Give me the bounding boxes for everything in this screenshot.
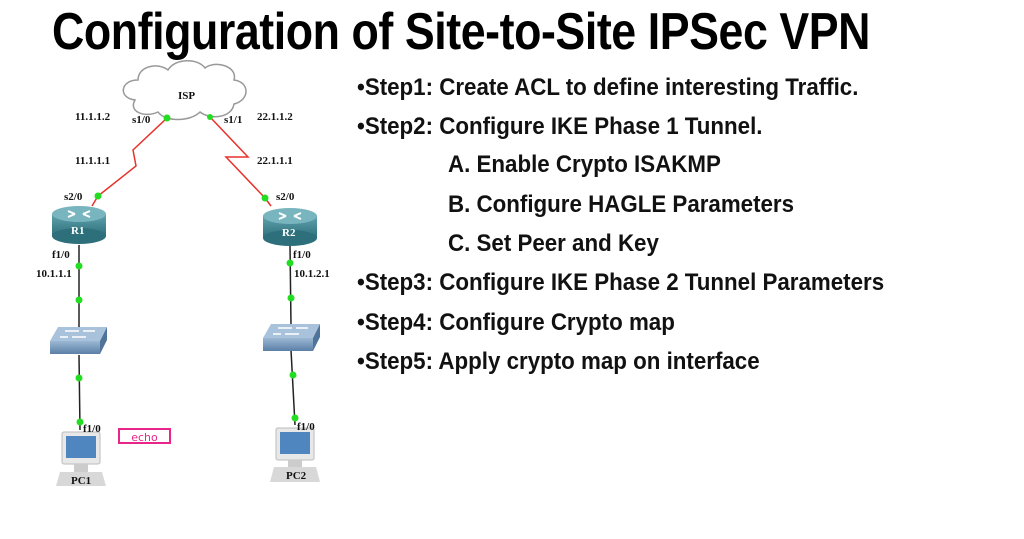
slide-title: Configuration of Site-to-Site IPSec VPN [52, 3, 871, 61]
step-3: •Step3: Configure IKE Phase 2 Tunnel Par… [357, 269, 885, 296]
router-r2-icon [263, 208, 317, 246]
r1-label: R1 [71, 225, 85, 237]
pc1-f10-label: f1/0 [83, 423, 101, 435]
switch-2-icon [263, 324, 320, 351]
step-2: •Step2: Configure IKE Phase 1 Tunnel. [357, 113, 763, 140]
r2-lan-ip-label: 10.1.2.1 [294, 268, 330, 280]
r2-label: R2 [282, 227, 296, 239]
r2-serial-ip-label: 22.1.1.1 [257, 155, 293, 167]
router-r1-icon [52, 206, 106, 244]
isp-s10-label: s1/0 [132, 114, 151, 126]
step-2c: C. Set Peer and Key [448, 230, 659, 257]
pc2-icon [270, 427, 320, 482]
ethernet-links [78, 244, 296, 431]
isp-s11-label: s1/1 [224, 114, 243, 126]
pc1-icon [56, 431, 106, 486]
step-5: •Step5: Apply crypto map on interface [357, 348, 760, 375]
r1-s20-label: s2/0 [64, 191, 83, 203]
serial-link-r1 [91, 117, 168, 207]
r1-lan-ip-label: 10.1.1.1 [36, 268, 72, 280]
pc2-f10-label: f1/0 [297, 421, 315, 433]
pc1-label: PC1 [71, 475, 92, 487]
r1-f10-label: f1/0 [52, 249, 70, 261]
r2-f10-label: f1/0 [293, 249, 311, 261]
echo-annotation: echo [118, 428, 171, 444]
step-2a: A. Enable Crypto ISAKMP [448, 151, 721, 178]
switch-1-icon [50, 327, 107, 354]
step-4: •Step4: Configure Crypto map [357, 309, 675, 336]
isp-label: ISP [178, 90, 196, 102]
r2-s20-label: s2/0 [276, 191, 295, 203]
isp-r1-ip-label: 11.1.1.2 [75, 111, 111, 123]
isp-r2-ip-label: 22.1.1.2 [257, 111, 293, 123]
r1-serial-ip-label: 11.1.1.1 [75, 155, 111, 167]
step-1: •Step1: Create ACL to define interesting… [357, 74, 859, 101]
port-dots [75, 114, 299, 426]
pc2-label: PC2 [286, 470, 307, 482]
step-2b: B. Configure HAGLE Parameters [448, 191, 795, 218]
